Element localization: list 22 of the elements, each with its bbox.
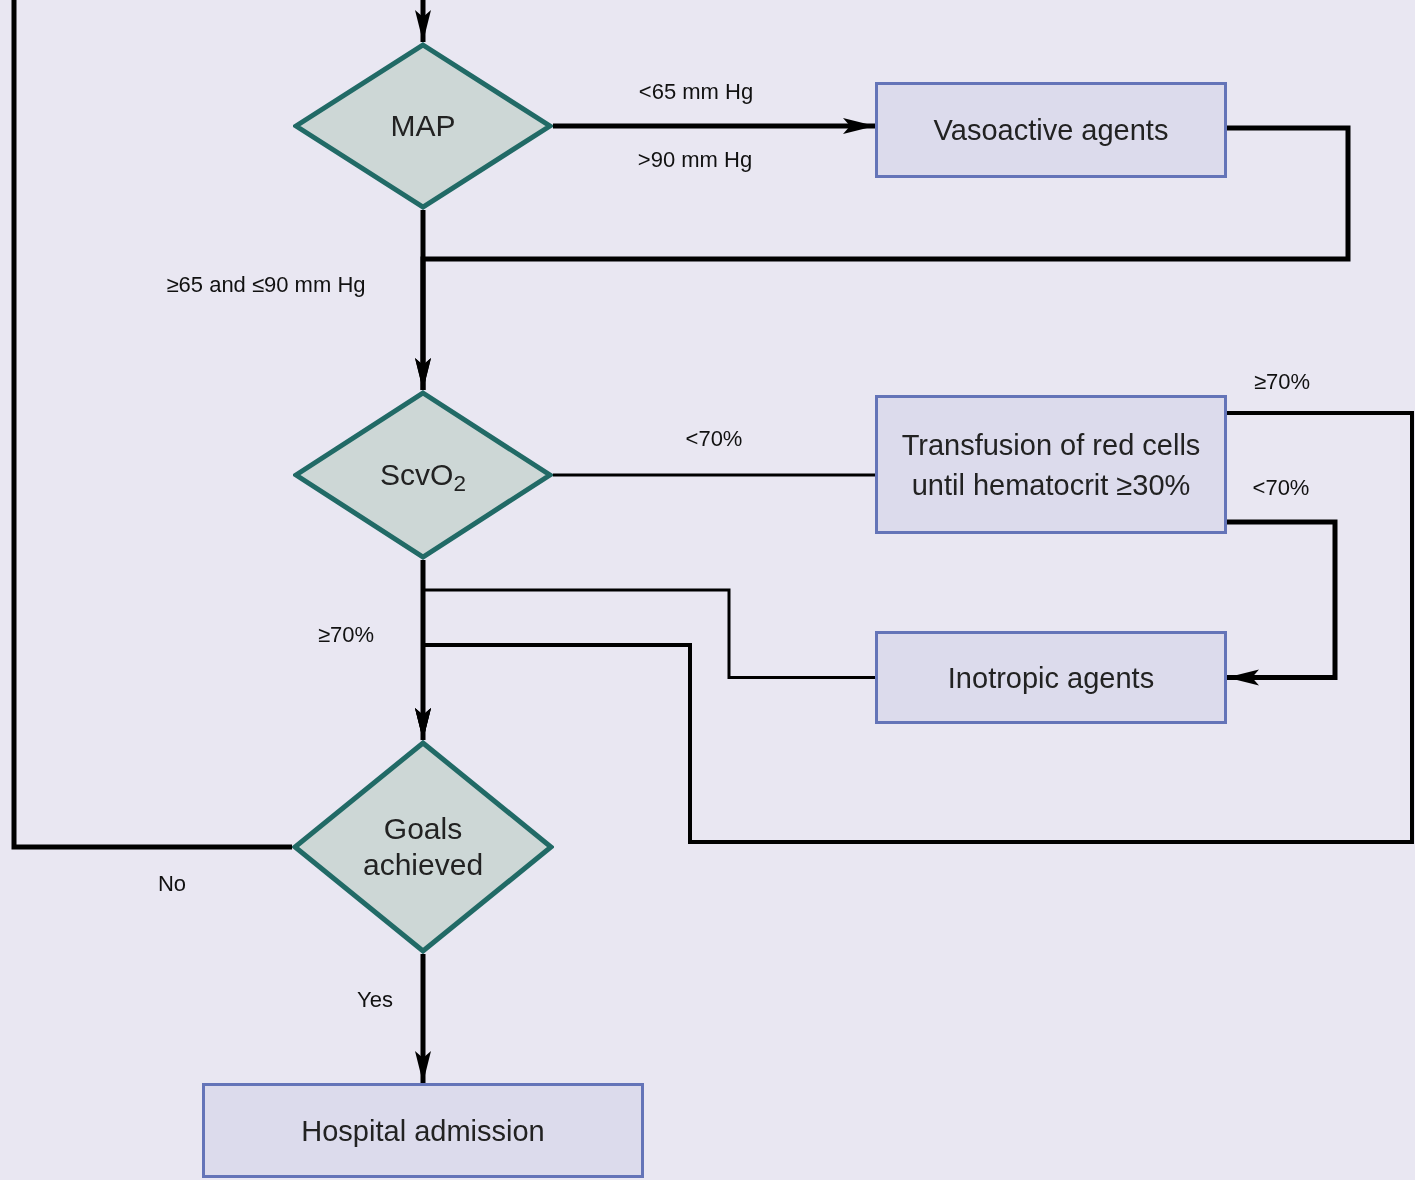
process-box [875,631,1227,724]
arrow [415,0,431,42]
decision-label: ScvO$_{2}$ [379,457,467,493]
decision-diamond [293,42,553,210]
process-label: Inotropic agents [946,660,1156,696]
arrow [553,118,875,134]
process-box [875,395,1227,534]
connector-line [553,473,875,477]
decision-label: MAP [389,108,457,144]
arrow [1227,519,1338,686]
process-label: Vasoactive agents [932,113,1170,148]
process-box [875,82,1227,178]
process-box [202,1083,644,1178]
arrow [415,954,431,1083]
process-label: Transfusion of red cells until hematocrit ≥30% [900,427,1202,503]
decision-diamond [292,740,554,954]
arrow [415,210,431,390]
decision-label: Goals achieved [363,811,483,883]
arrow [415,560,431,740]
process-label: Hospital admission [300,1113,546,1149]
decision-diamond [293,390,553,560]
connector-line [11,0,292,850]
